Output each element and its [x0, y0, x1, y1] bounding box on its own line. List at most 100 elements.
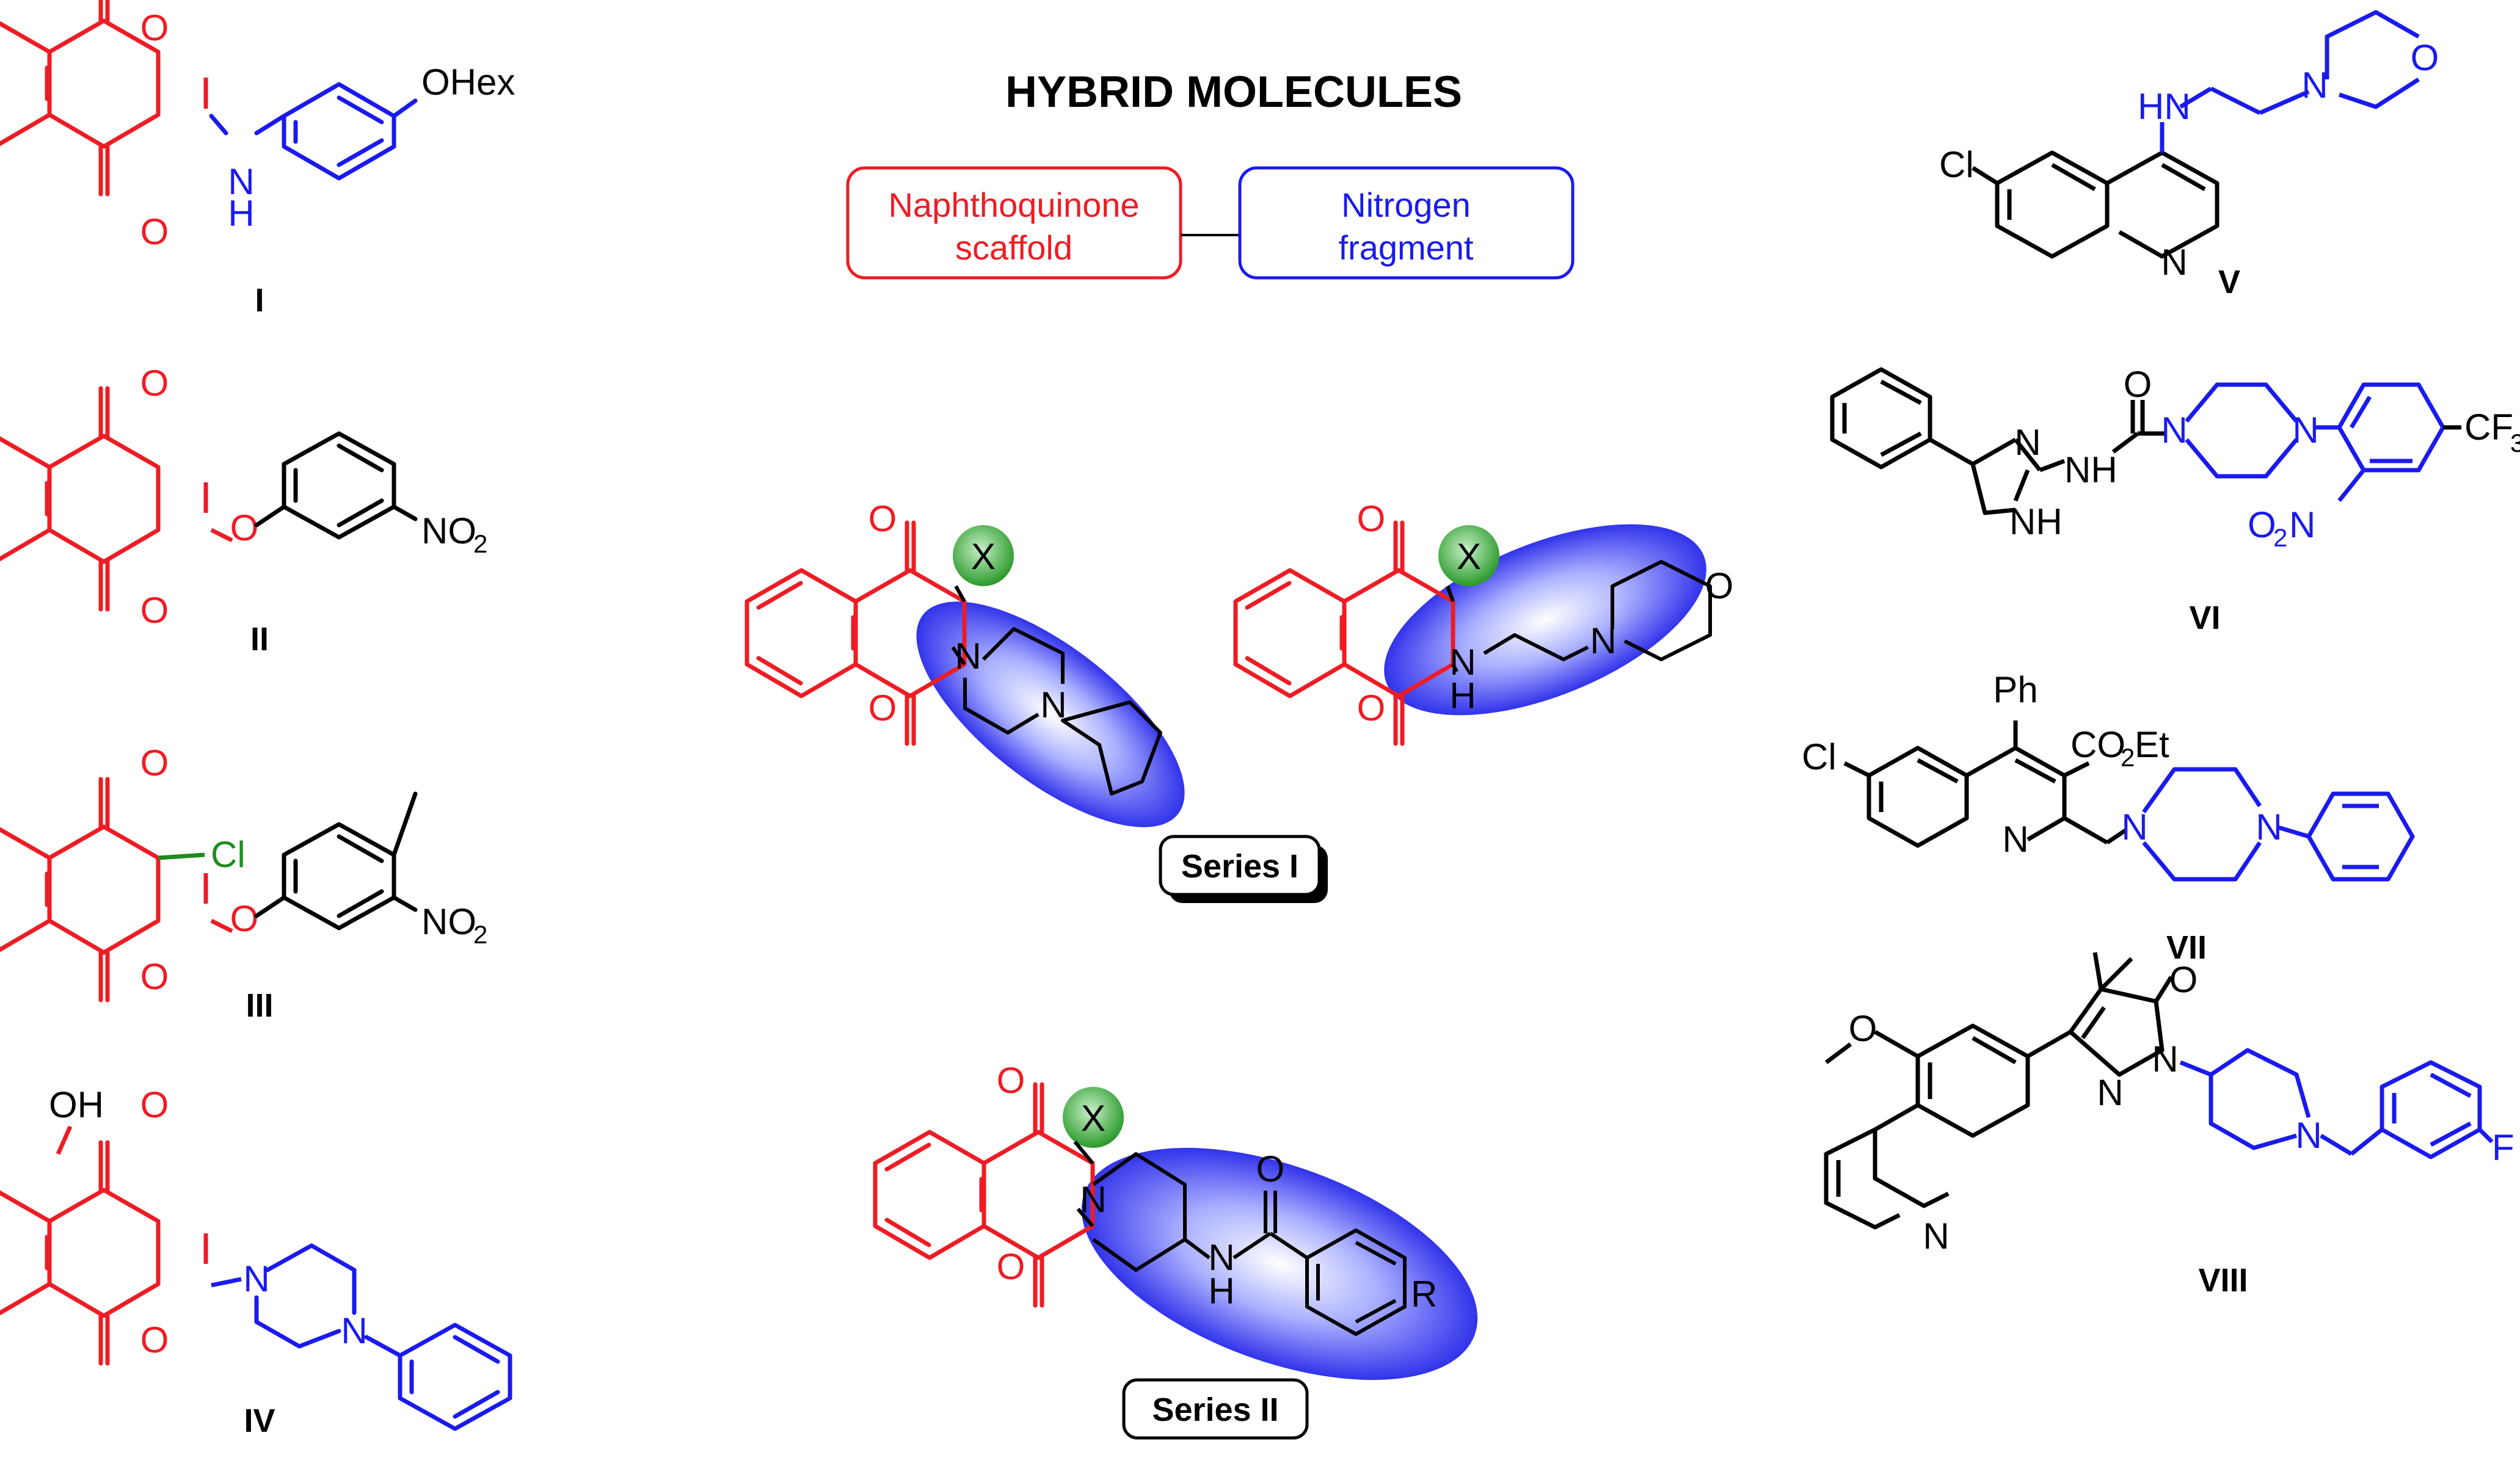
- chloro-label: Cl: [1939, 144, 1974, 185]
- urea-o-label: O: [2124, 364, 2152, 405]
- atom-label-o: O: [140, 1319, 169, 1360]
- quinoline-n-label: N: [2002, 819, 2028, 860]
- ether-o-label: O: [230, 507, 259, 548]
- nitrogen-fragment-box: Nitrogen fragment: [1238, 166, 1575, 280]
- compound-label-IV: IV: [244, 1402, 275, 1439]
- chloro-label: Cl: [211, 834, 246, 875]
- nitro-label: NO: [421, 901, 476, 942]
- nitrogen-box-line-1: Nitrogen: [1341, 186, 1471, 224]
- pyridine-n-label: N: [1923, 1216, 1949, 1257]
- x-substituent-label: X: [971, 536, 996, 577]
- nitro-n-label: N: [2289, 504, 2315, 545]
- atom-label-o: O: [1357, 688, 1386, 728]
- compound-label-II: II: [250, 621, 269, 658]
- series-2-label: Series II: [1152, 1392, 1278, 1428]
- atom-label-o: O: [140, 742, 169, 783]
- compound-V: Cl N HN N O V: [1939, 10, 2439, 300]
- diazepane-n1-label: N: [2121, 807, 2147, 847]
- morpholine-o-label: O: [1705, 565, 1734, 606]
- compound-label-I: I: [255, 282, 264, 319]
- atom-label-o: O: [140, 956, 169, 997]
- fluoro-label: F: [2492, 1127, 2515, 1168]
- series-1-label: Series I: [1181, 848, 1298, 885]
- header: HYBRID MOLECULES Naphthoquinone scaffold…: [846, 68, 1575, 280]
- x-substituent-label: X: [1457, 536, 1481, 577]
- series-1-structure-a: O O X N N: [747, 498, 1185, 827]
- nitro-o-label: O: [2248, 504, 2276, 545]
- piperazine-n4-label: N: [2292, 410, 2318, 451]
- r-substituent-label: R: [1411, 1274, 1437, 1315]
- series-1-label-box: Series I: [1159, 835, 1328, 903]
- amide-n-label: N: [1208, 1237, 1234, 1278]
- scaffold-box-line-1: Naphthoquinone: [888, 186, 1139, 224]
- nitrogen-box-line-2: fragment: [1339, 228, 1474, 267]
- trifluoromethyl-label: CF: [2464, 407, 2513, 448]
- series-2-label-box: Series II: [1122, 1378, 1309, 1440]
- compound-VII: Cl Ph CO 2 Et N N N VII: [1802, 669, 2415, 966]
- compound-label-VII: VII: [2166, 929, 2207, 966]
- atom-label-o: O: [140, 211, 169, 252]
- nitro-subscript: 2: [2273, 523, 2287, 552]
- morpholine-o-label: O: [2411, 37, 2439, 78]
- amine-hn-label: HN: [2138, 86, 2191, 127]
- pyrazolone-n1-label: N: [2097, 1072, 2123, 1113]
- x-substituent-highlight: [953, 525, 1014, 586]
- pyrazolone-o-label: O: [2169, 959, 2198, 1000]
- ether-o-label: O: [230, 898, 259, 939]
- methoxy-o-label: O: [1849, 1008, 1877, 1049]
- ester-co-label: CO: [2070, 724, 2125, 765]
- atom-label-o: O: [997, 1060, 1025, 1101]
- atom-label-o: O: [140, 7, 169, 48]
- hydroxy-label: OH: [49, 1084, 104, 1125]
- compound-label-VI: VI: [2189, 600, 2220, 636]
- scaffold-box-line-2: scaffold: [955, 228, 1072, 267]
- amine-h-label: H: [228, 193, 254, 234]
- piperidine-n-label: N: [2295, 1115, 2322, 1156]
- piperazine-n4-label: N: [341, 1310, 367, 1351]
- atom-label-o: O: [140, 590, 169, 631]
- piperazine-n1-label: N: [955, 636, 981, 677]
- compound-VIII: O N O N N N F VIII: [1824, 952, 2515, 1299]
- figure-title: HYBRID MOLECULES: [1005, 68, 1462, 117]
- amine-h-label: H: [1449, 675, 1476, 716]
- phenyl-label: Ph: [1993, 669, 2037, 710]
- atom-label-o: O: [869, 498, 897, 539]
- amide-o-label: O: [1256, 1148, 1285, 1189]
- pyrazolone-n2-label: N: [2152, 1039, 2178, 1080]
- compound-III: O O Cl O NO 2 III: [0, 742, 487, 1024]
- amide-h-label: H: [1208, 1271, 1234, 1312]
- compound-label-V: V: [2218, 264, 2240, 300]
- imidazole-nh-label: NH: [2009, 501, 2063, 542]
- compound-label-VIII: VIII: [2198, 1262, 2248, 1299]
- compound-I: O O N H OHex I: [0, 0, 515, 319]
- nitro-label: NO: [421, 510, 476, 551]
- piperazine-n1-label: N: [243, 1258, 269, 1299]
- ohex-label: OHex: [421, 62, 515, 103]
- nitro-subscript: 2: [473, 920, 487, 949]
- diazepane-n4-label: N: [2256, 807, 2282, 847]
- compound-IV: OH O O N N IV: [0, 1084, 512, 1439]
- quinoline-n-label: N: [2161, 242, 2187, 283]
- nitro-subscript: 2: [473, 529, 487, 558]
- atom-label-o: O: [869, 688, 897, 728]
- x-substituent-highlight: [1063, 1087, 1124, 1148]
- atom-label-o: O: [1357, 498, 1386, 539]
- nitrogen-fragment-highlight: [1384, 524, 1706, 716]
- amine-n-label: N: [228, 161, 254, 202]
- compound-II: O O O NO 2 II: [0, 363, 487, 658]
- series-1-structure-b: O O X N H N O: [1236, 498, 1734, 755]
- naphthoquinone-scaffold-box: Naphthoquinone scaffold: [846, 166, 1182, 280]
- piperidine-n-label: N: [1080, 1179, 1106, 1220]
- piperazine-n4-label: N: [1040, 684, 1066, 725]
- atom-label-o: O: [140, 363, 169, 404]
- compound-label-III: III: [246, 987, 273, 1024]
- urea-nh-label: NH: [2064, 449, 2118, 490]
- ester-et-label: Et: [2135, 724, 2169, 765]
- series-2-structure: O O X N O N H R: [875, 1060, 1478, 1381]
- atom-label-o: O: [140, 1084, 169, 1125]
- x-substituent-label: X: [1081, 1098, 1105, 1139]
- piperazine-n1-label: N: [2161, 410, 2187, 451]
- chloro-label: Cl: [1802, 736, 1837, 777]
- morpholine-n-label: N: [2301, 65, 2328, 106]
